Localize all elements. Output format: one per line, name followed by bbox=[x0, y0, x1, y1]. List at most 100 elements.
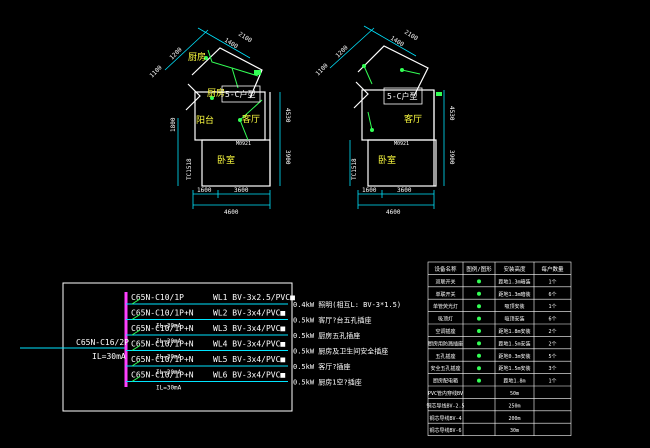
room-bedroom-label-right: 卧室 bbox=[378, 154, 396, 166]
legend-cell: 3个 bbox=[548, 366, 556, 372]
circuit-breaker-label: C65N-C10/1P+N bbox=[131, 371, 194, 380]
main-leakage-label: IL=30mA bbox=[92, 352, 126, 361]
legend-cell: 厨房用防溅插座 bbox=[428, 340, 463, 347]
breaker-switch-symbol bbox=[131, 329, 141, 336]
dim-right-a-right: 4530 bbox=[448, 106, 455, 121]
breaker-switch-symbol bbox=[131, 345, 141, 351]
dim-bottom-total: 4600 bbox=[224, 209, 239, 216]
circuit-leakage-label: IL=30mA bbox=[156, 385, 182, 392]
room-living-label: 客厅 bbox=[242, 113, 260, 125]
legend-cell: 距地1.8m安装 bbox=[498, 328, 530, 335]
legend-cell: 空调插座 bbox=[435, 328, 455, 335]
dim-bottom-b-right: 3600 bbox=[397, 187, 412, 194]
legend-cell: 1个 bbox=[548, 279, 556, 285]
circuit-row: C65N-C10/1P+N WL3 BV-3x4/PVC■ 0.5kW 厨房五孔插座… bbox=[126, 324, 360, 345]
legend-symbol-icon bbox=[477, 304, 481, 309]
legend-cell: 五孔插座 bbox=[435, 353, 455, 360]
room-bedroom-label: 卧室 bbox=[217, 154, 235, 166]
dim-bottom-a: 1600 bbox=[197, 187, 212, 194]
room-kitchen-label: 厨房 bbox=[188, 51, 206, 63]
legend-header: 设备名称 bbox=[434, 265, 457, 273]
circuit-breaker-label: C65N-C10/1P bbox=[131, 293, 184, 302]
circuit-row: C65N-C10/1P+N WL2 BV-3x4/PVC■ 0.5kW 客厅?台五孔… bbox=[126, 309, 372, 330]
circuit-load-label: 0.5kW 厨房五孔插座 bbox=[293, 331, 360, 340]
legend-header: 每户数量 bbox=[541, 265, 564, 273]
circuit-load-label: 0.5kW 客厅?插座 bbox=[293, 362, 351, 371]
legend-cell: 铜芯导线BV-2.5 bbox=[426, 402, 464, 409]
dim-side-a-right: 1100 bbox=[314, 62, 329, 77]
legend-cell: 吸顶灯 bbox=[438, 316, 453, 323]
legend-cell: 5个 bbox=[548, 354, 556, 360]
legend-cell: 双联开关 bbox=[435, 278, 455, 285]
circuit-row: C65N-C10/1P WL1 BV-3x2.5/PVC■0.4kW 照明(相互L… bbox=[126, 293, 401, 309]
legend-cell: 安全五孔插座 bbox=[430, 365, 460, 372]
legend-cell: 距地1.3m暗装 bbox=[498, 291, 530, 298]
household-type-label-right: 5-C户型 bbox=[387, 91, 417, 101]
legend-symbol-icon bbox=[477, 316, 481, 321]
legend-symbol-icon bbox=[477, 329, 481, 333]
circuit-line-label: WL2 BV-3x4/PVC■ bbox=[213, 309, 285, 318]
room-balcony-label: 阳台 bbox=[196, 114, 214, 126]
dim-side-a: 1100 bbox=[148, 64, 163, 79]
circuit-load-label: 0.5kW 厨房及卫生间安全插座 bbox=[293, 347, 388, 356]
dim-bottom-a-right: 1600 bbox=[362, 187, 377, 194]
legend-cell: 6个 bbox=[548, 317, 556, 323]
legend-cell: 单管荧光灯 bbox=[433, 303, 458, 310]
legend-cell: 厨房配电箱 bbox=[433, 378, 458, 385]
legend-cell: 距地1.8m bbox=[503, 378, 525, 385]
dim-top-b: 1400 bbox=[223, 37, 239, 51]
circuit-line-label: WL4 BV-3x4/PVC■ bbox=[213, 340, 285, 349]
legend-cell: 50m bbox=[510, 391, 519, 397]
legend-symbol-icon bbox=[477, 353, 481, 358]
breaker-switch-symbol bbox=[131, 298, 141, 305]
circuit-leakage-label: IL=30mA bbox=[156, 369, 182, 376]
legend-symbol-icon bbox=[477, 341, 481, 346]
household-type-label: 5-C户型 bbox=[225, 89, 255, 99]
dim-right-b-right: 3900 bbox=[448, 150, 455, 165]
legend-symbol-icon bbox=[477, 366, 481, 371]
circuit-line-label: WL5 BV-3x4/PVC■ bbox=[213, 355, 285, 364]
dim-right-a: 4530 bbox=[284, 108, 291, 123]
legend-cell: 1个 bbox=[548, 379, 556, 385]
legend-cell: 单联开关 bbox=[435, 291, 455, 298]
door-tag-right: M0921 bbox=[394, 141, 409, 147]
circuit-leakage-label: IL=30mA bbox=[156, 323, 182, 330]
circuit-load-label: 0.5kW 厨房1空?插座 bbox=[293, 378, 362, 387]
legend-cell: 2个 bbox=[548, 329, 556, 335]
dim-left-a: 1800 bbox=[170, 117, 177, 132]
floor-plan-right: 5-C户型 客厅 卧室 M0921 2100 1400 1100 1200 45… bbox=[314, 25, 455, 216]
legend-cell: 30m bbox=[510, 428, 519, 434]
legend-cell: PVC管内穿线BV bbox=[428, 390, 463, 397]
circuit-line-label: WL1 BV-3x2.5/PVC■ bbox=[213, 293, 295, 302]
legend-cell: 距地1.5m安装 bbox=[498, 365, 530, 372]
legend-cell: 250m bbox=[508, 403, 520, 409]
circuit-breaker-label: C65N-C10/1P+N bbox=[131, 355, 194, 364]
dim-left-a-right: TC1518 bbox=[351, 158, 358, 180]
dim-left-b: TC1518 bbox=[186, 158, 193, 180]
legend-symbol-icon bbox=[477, 291, 481, 296]
room-living-label-right: 客厅 bbox=[404, 113, 422, 125]
legend-cell: 6个 bbox=[548, 292, 556, 298]
circuit-load-label: 0.5kW 客厅?台五孔插座 bbox=[293, 316, 372, 325]
breaker-switch-symbol bbox=[131, 376, 141, 382]
breaker-switch-symbol bbox=[131, 314, 141, 320]
circuit-load-label: 0.4kW 照明(相互L: BV-3*1.5) bbox=[293, 300, 401, 309]
door-tag: M0921 bbox=[236, 141, 251, 147]
circuit-row: C65N-C10/1P+N WL4 BV-3x4/PVC■ 0.5kW 厨房及卫生间… bbox=[126, 340, 388, 361]
legend-symbol-icon bbox=[477, 279, 481, 284]
circuit-breaker-label: C65N-C10/1P+N bbox=[131, 324, 194, 333]
legend-symbol-icon bbox=[477, 378, 481, 383]
legend-header: 安装高度 bbox=[503, 265, 526, 273]
legend-cell: 距地0.3m安装 bbox=[498, 353, 530, 360]
legend-header: 图例/图形 bbox=[466, 265, 492, 273]
circuit-row: C65N-C10/1P+N WL5 BV-3x4/PVC■ 0.5kW 客厅?插座 I… bbox=[126, 355, 351, 376]
room-kitchen-label-2: 厨房 bbox=[207, 87, 225, 99]
circuit-line-label: WL3 BV-3x4/PVC■ bbox=[213, 324, 285, 333]
dim-right-b: 3900 bbox=[284, 150, 291, 165]
legend-cell: 200m bbox=[508, 416, 520, 422]
breaker-switch-symbol bbox=[131, 360, 141, 367]
